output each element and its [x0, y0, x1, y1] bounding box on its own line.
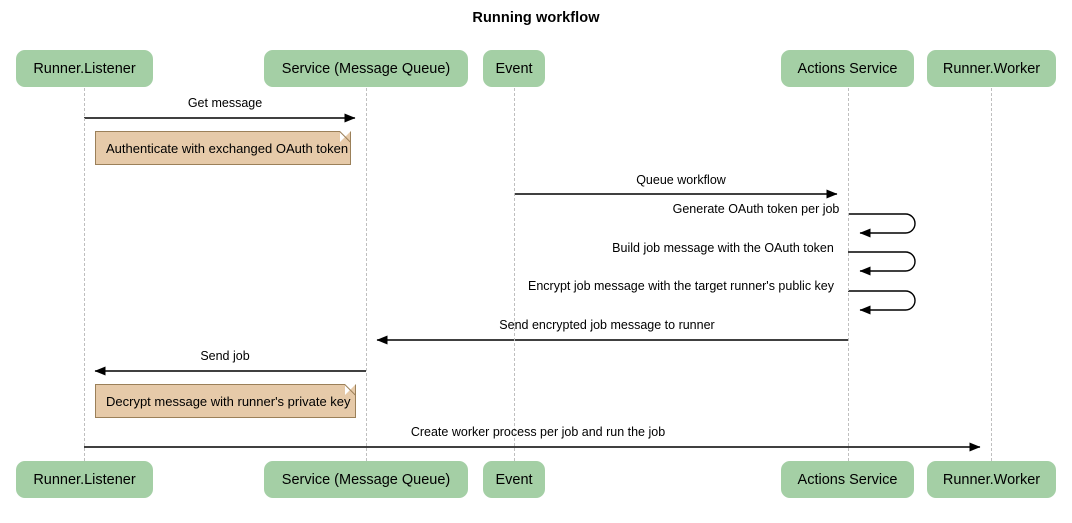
- note-decrypt-message-with-runners-private-key: Decrypt message with runner's private ke…: [95, 384, 356, 418]
- lifeline-runner-listener: [83, 88, 85, 461]
- message-label-text: Queue workflow: [636, 173, 726, 187]
- lifeline-actions-service: [847, 88, 849, 461]
- actor-label: Actions Service: [797, 60, 898, 77]
- message-label-text: Create worker process per job and run th…: [410, 425, 666, 439]
- message-label-text: Get message: [187, 96, 263, 110]
- message-selfloop-build-job-message-with-the-oauth-token: [848, 251, 916, 276]
- actor-label: Actions Service: [797, 471, 898, 488]
- actor-footer-event[interactable]: Event: [483, 461, 545, 498]
- actor-header-actions-service[interactable]: Actions Service: [781, 50, 914, 87]
- actor-header-event[interactable]: Event: [483, 50, 545, 87]
- message-label-text: Encrypt job message with the target runn…: [527, 279, 835, 293]
- note-text: Authenticate with exchanged OAuth token: [106, 140, 349, 156]
- actor-label: Service (Message Queue): [281, 471, 451, 488]
- actor-footer-service-message-queue[interactable]: Service (Message Queue): [264, 461, 468, 498]
- message-selfloop-encrypt-job-message-with-the-target-runners-public-key: [848, 290, 916, 315]
- actor-label: Event: [495, 60, 533, 77]
- lifeline-runner-worker: [990, 88, 992, 461]
- actor-label: Runner.Listener: [33, 471, 136, 488]
- actor-header-runner-worker[interactable]: Runner.Worker: [927, 50, 1056, 87]
- actor-label: Runner.Worker: [942, 60, 1041, 77]
- actor-label: Runner.Listener: [33, 60, 136, 77]
- message-selfloop-generate-oauth-token-per-job: [848, 213, 916, 238]
- message-label-text: Send job: [200, 349, 250, 363]
- note-text: Decrypt message with runner's private ke…: [106, 393, 351, 409]
- message-label-text: Send encrypted job message to runner: [499, 318, 715, 332]
- actor-label: Event: [495, 471, 533, 488]
- actor-label: Runner.Worker: [942, 471, 1041, 488]
- message-label-text: Build job message with the OAuth token: [612, 241, 834, 255]
- note-authenticate-with-exchanged-oauth-token: Authenticate with exchanged OAuth token: [95, 131, 351, 165]
- message-label-text: Generate OAuth token per job: [672, 202, 840, 216]
- actor-footer-runner-worker[interactable]: Runner.Worker: [927, 461, 1056, 498]
- lifeline-event: [513, 88, 515, 461]
- actor-label: Service (Message Queue): [281, 60, 451, 77]
- actor-footer-runner-listener[interactable]: Runner.Listener: [16, 461, 153, 498]
- actor-footer-actions-service[interactable]: Actions Service: [781, 461, 914, 498]
- lifeline-service-message-queue: [365, 88, 367, 461]
- actor-header-service-message-queue[interactable]: Service (Message Queue): [264, 50, 468, 87]
- actor-header-runner-listener[interactable]: Runner.Listener: [16, 50, 153, 87]
- page-title: Running workflow: [472, 10, 600, 26]
